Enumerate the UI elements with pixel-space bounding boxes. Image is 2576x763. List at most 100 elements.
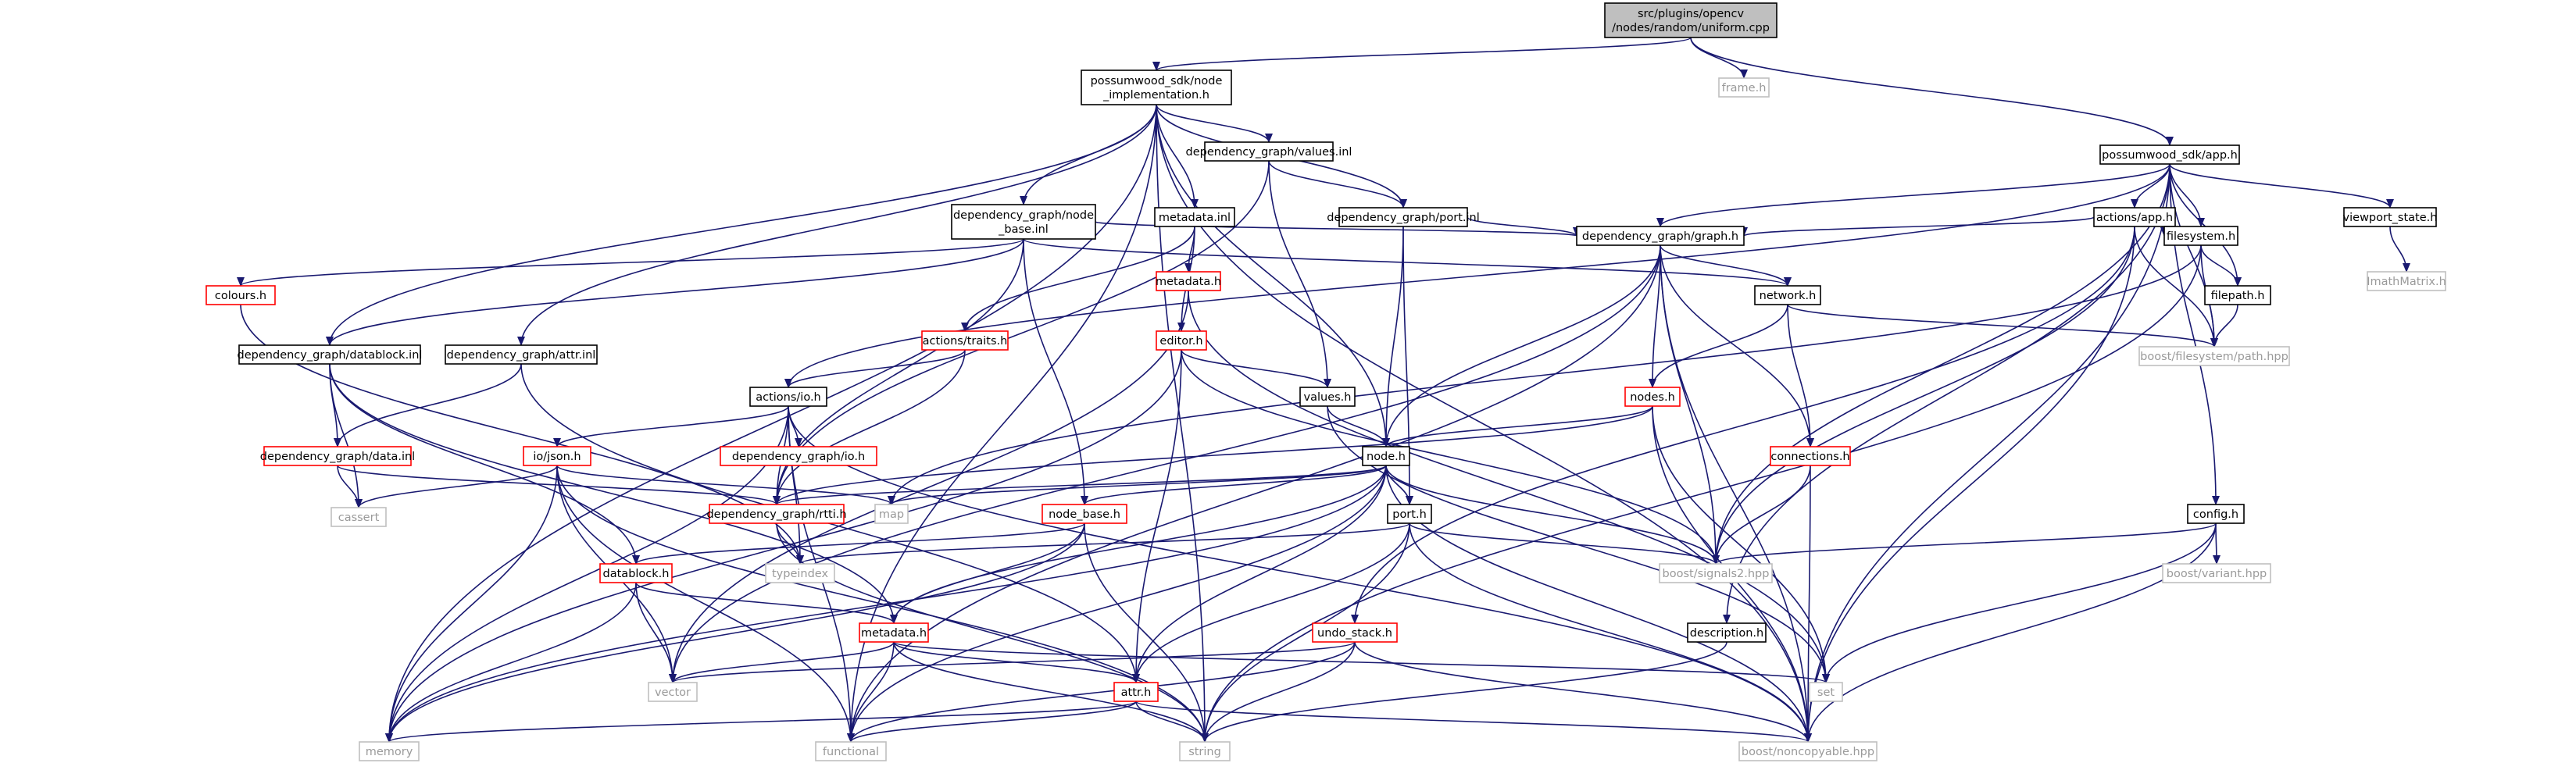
node-connections[interactable]: connections.h xyxy=(1770,446,1851,466)
node-box-boost_fs_path xyxy=(2138,346,2290,366)
edge-node_base_inl-to-node_base_h xyxy=(1023,238,1088,505)
node-description[interactable]: description.h xyxy=(1687,622,1767,643)
edge-app-to-viewport_state xyxy=(2169,163,2394,209)
node-config[interactable]: config.h xyxy=(2187,504,2245,524)
node-editor[interactable]: editor.h xyxy=(1156,330,1207,351)
node-label-attr_inl: dependency_graph/attr.inl xyxy=(447,349,596,362)
node-data_inl[interactable]: dependency_graph/data.inl xyxy=(260,446,415,466)
node-colours[interactable]: colours.h xyxy=(205,285,276,305)
node-undo_stack[interactable]: undo_stack.h xyxy=(1312,622,1398,643)
node-label-rtti: dependency_graph/rtti.h xyxy=(706,508,846,521)
node-vector[interactable]: vector xyxy=(648,682,698,702)
edge-nodes_h-to-set xyxy=(1652,405,1830,683)
node-actions_io[interactable]: actions/io.h xyxy=(749,387,827,407)
node-viewport_state[interactable]: viewport_state.h xyxy=(2343,207,2438,227)
node-values_inl[interactable]: dependency_graph/values.inl xyxy=(1186,141,1352,162)
node-label-port_inl: dependency_graph/port.inl xyxy=(1327,212,1479,224)
edge-app-to-noncopyable xyxy=(1804,163,2170,743)
node-label-io_json: io/json.h xyxy=(533,451,581,463)
node-node_impl[interactable]: possumwood_sdk/node_implementation.h xyxy=(1081,70,1232,105)
edge-io_json-to-string xyxy=(556,465,1209,743)
edge-actions_io-to-typeindex xyxy=(788,405,804,565)
node-label-memory: memory xyxy=(366,746,413,758)
node-app[interactable]: possumwood_sdk/app.h xyxy=(2099,144,2240,165)
node-box-values_inl xyxy=(1204,141,1334,162)
edge-undo_stack-to-vector xyxy=(669,641,1356,683)
node-box-map xyxy=(874,504,909,524)
node-imath[interactable]: ImathMatrix.h xyxy=(2367,271,2446,291)
edge-filesystem-to-string xyxy=(1201,244,2202,743)
node-label-node_h: node.h xyxy=(1367,451,1406,463)
node-label-values_h: values.h xyxy=(1304,391,1352,404)
node-label-values_inl: dependency_graph/values.inl xyxy=(1186,146,1352,159)
node-memory[interactable]: memory xyxy=(359,741,420,761)
node-box-vector xyxy=(648,682,698,702)
node-functional[interactable]: functional xyxy=(815,741,887,761)
node-actions_traits[interactable]: actions/traits.h xyxy=(921,330,1009,351)
node-values_h[interactable]: values.h xyxy=(1299,387,1356,407)
node-box-app xyxy=(2099,144,2240,165)
node-box-frame xyxy=(1718,77,1770,98)
node-box-description xyxy=(1687,622,1767,643)
node-boost_fs_path[interactable]: boost/filesystem/path.hpp xyxy=(2138,346,2290,366)
node-label-noncopyable: boost/noncopyable.hpp xyxy=(1742,746,1874,758)
node-noncopyable[interactable]: boost/noncopyable.hpp xyxy=(1738,741,1878,761)
edge-port_inl-to-graph_h xyxy=(1467,216,1581,237)
edge-network-to-connections xyxy=(1787,304,1814,447)
node-signals2[interactable]: boost/signals2.hpp xyxy=(1659,563,1773,583)
node-label-nodes_h: nodes.h xyxy=(1630,391,1675,404)
edge-app-to-filepath xyxy=(2169,163,2242,287)
node-set[interactable]: set xyxy=(1809,682,1843,702)
node-metadata_h[interactable]: metadata.h xyxy=(859,622,929,643)
edge-config-to-boost_variant xyxy=(2212,522,2221,565)
node-graph_h[interactable]: dependency_graph/graph.h xyxy=(1576,226,1745,246)
node-node_base_inl[interactable]: dependency_graph/node_base.inl xyxy=(951,204,1096,240)
node-network[interactable]: network.h xyxy=(1754,285,1821,305)
node-map[interactable]: map xyxy=(874,504,909,524)
node-datablock_inl[interactable]: dependency_graph/datablock.inl xyxy=(238,344,423,365)
node-label-set: set xyxy=(1817,686,1835,699)
node-metadata_inl[interactable]: metadata.inl xyxy=(1154,207,1235,227)
node-dg_io[interactable]: dependency_graph/io.h xyxy=(720,446,877,466)
node-filesystem[interactable]: filesystem.h xyxy=(2163,226,2238,246)
node-label-attr_h: attr.h xyxy=(1121,686,1152,699)
node-label-config: config.h xyxy=(2193,508,2238,521)
node-box-filepath xyxy=(2204,285,2271,305)
node-rtti[interactable]: dependency_graph/rtti.h xyxy=(706,504,847,524)
node-root[interactable]: src/plugins/opencv/nodes/random/uniform.… xyxy=(1604,2,1777,38)
edge-actions_app-to-graph_h xyxy=(1740,216,2095,237)
node-node_h[interactable]: node.h xyxy=(1362,446,1410,466)
node-label-actions_app: actions/app.h xyxy=(2096,212,2173,224)
node-port_inl[interactable]: dependency_graph/port.inl xyxy=(1327,207,1480,227)
node-datablock_h[interactable]: datablock.h xyxy=(599,563,673,583)
node-label-description: description.h xyxy=(1690,627,1763,640)
edge-node_h-to-noncopyable xyxy=(1385,465,1812,743)
node-cassert[interactable]: cassert xyxy=(330,507,387,527)
edge-values_inl-to-port_inl xyxy=(1268,160,1407,209)
node-attr_inl[interactable]: dependency_graph/attr.inl xyxy=(445,344,598,365)
node-label-port_h: port.h xyxy=(1392,508,1427,521)
edge-root-to-node_impl xyxy=(1152,37,1692,71)
node-node_base_h[interactable]: node_base.h xyxy=(1041,504,1127,524)
edge-config-to-noncopyable xyxy=(1804,522,2217,743)
edge-filesystem-to-map xyxy=(888,244,2202,505)
node-io_json[interactable]: io/json.h xyxy=(523,446,591,466)
node-port_h[interactable]: port.h xyxy=(1387,504,1432,524)
edge-actions_app-to-signals2 xyxy=(1712,226,2135,565)
node-metadata_h_top[interactable]: metadata.h xyxy=(1156,271,1221,291)
node-string[interactable]: string xyxy=(1179,741,1231,761)
node-filepath[interactable]: filepath.h xyxy=(2204,285,2271,305)
edge-node_base_h-to-memory xyxy=(385,522,1085,743)
edge-node_h-to-node_base_h xyxy=(1081,465,1387,505)
node-box-node_base_h xyxy=(1041,504,1127,524)
node-attr_h[interactable]: attr.h xyxy=(1113,682,1159,702)
node-frame[interactable]: frame.h xyxy=(1718,77,1770,98)
edge-node_h-to-signals2 xyxy=(1385,465,1720,565)
node-nodes_h[interactable]: nodes.h xyxy=(1624,387,1681,407)
node-typeindex[interactable]: typeindex xyxy=(765,563,835,583)
node-boost_variant[interactable]: boost/variant.hpp xyxy=(2162,563,2271,583)
edge-actions_io-to-noncopyable xyxy=(788,405,1812,743)
edge-attr_h-to-string xyxy=(1135,701,1209,743)
node-actions_app[interactable]: actions/app.h xyxy=(2093,207,2176,227)
